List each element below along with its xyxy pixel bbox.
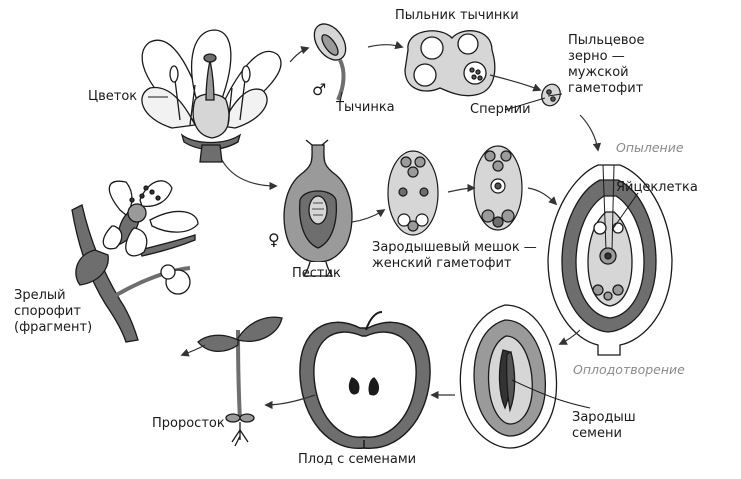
flower-illustration <box>141 29 282 163</box>
pollen-grain-illustration <box>541 83 561 107</box>
label-seedling: Проросток <box>152 416 225 431</box>
label-stamen: Тычинка <box>336 100 395 115</box>
label-fertilization: Оплодотворение <box>573 362 685 377</box>
female-symbol: ♀ <box>268 230 280 249</box>
label-embryo-sac: Зародышевый мешок — женский гаметофит <box>372 240 537 271</box>
male-symbol: ♂ <box>312 80 327 99</box>
leader-lines <box>148 91 639 409</box>
label-pollen-grain: Пыльцевое зерно — мужской гаметофит <box>568 33 645 96</box>
ovule-fertilization <box>547 164 673 356</box>
label-flower: Цветок <box>88 89 138 104</box>
pistil-illustration <box>283 139 353 277</box>
label-pollination: Опыление <box>616 140 684 155</box>
seed-illustration <box>459 304 558 449</box>
cycle-arrows <box>180 41 602 410</box>
seedling-illustration <box>197 316 283 447</box>
embryo-sac-early <box>387 150 439 236</box>
anther-cross-section <box>404 30 496 97</box>
label-fruit-with-seeds: Плод с семенами <box>298 452 417 467</box>
label-egg-cell: Яйцеклетка <box>616 180 698 195</box>
apple-fruit-illustration <box>299 311 431 449</box>
stamen-illustration <box>313 23 347 101</box>
label-seed-embryo: Зародыш семени <box>572 410 636 441</box>
label-mature-sporophyte: Зрелый спорофит (фрагмент) <box>14 288 93 335</box>
label-pistil: Пестик <box>292 266 341 281</box>
embryo-sac-mature <box>473 145 523 231</box>
label-sperms: Спермии <box>470 102 531 117</box>
mature-sporophyte-illustration <box>71 180 199 343</box>
label-anther: Пыльник тычинки <box>395 8 519 23</box>
